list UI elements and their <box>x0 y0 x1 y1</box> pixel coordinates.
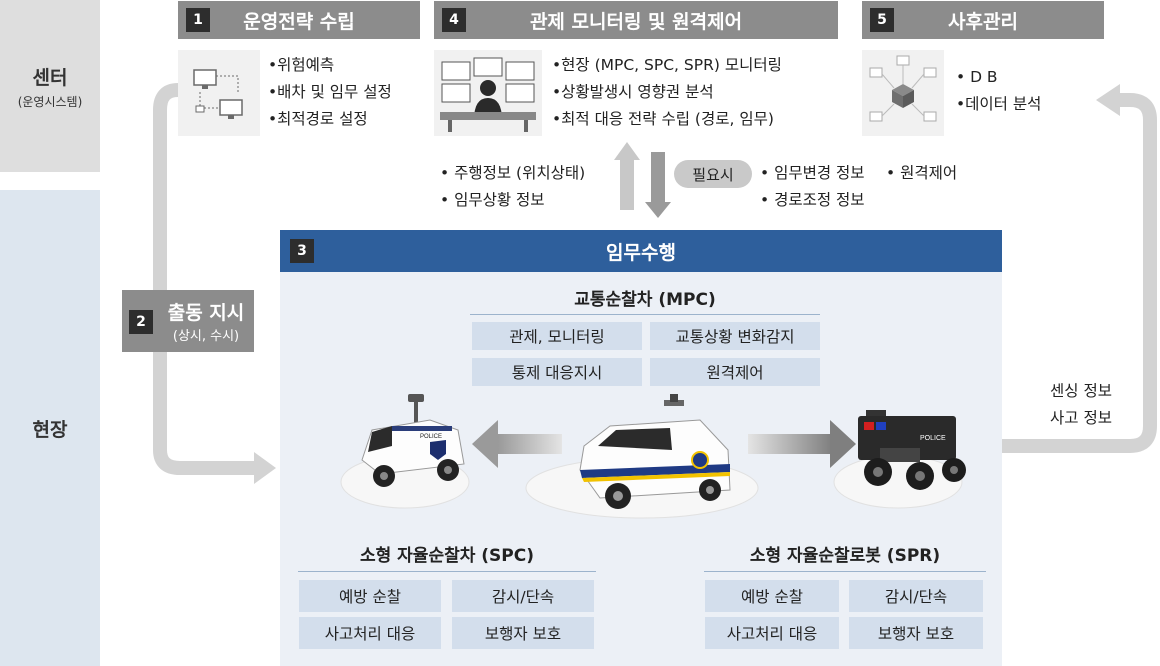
spr-title: 소형 자율순찰로봇 (SPR) <box>749 546 941 566</box>
mpc-cell: 관제, 모니터링 <box>472 322 642 350</box>
step-4-title: 관제 모니터링 및 원격제어 <box>529 10 743 33</box>
field-band: 현장 <box>0 190 100 666</box>
spc-police-text: POLICE <box>420 434 442 440</box>
mission-number: 3 <box>290 239 314 263</box>
spc-cell: 보행자 보호 <box>452 617 594 649</box>
step-4-item: •현장 (MPC, SPC, SPR) 모니터링 <box>552 56 782 74</box>
left-arrow-head <box>472 420 498 468</box>
mission-panel-header: 3 임무수행 <box>280 230 1002 272</box>
downlink-arrow-shaft <box>651 152 665 204</box>
spr-cell: 예방 순찰 <box>705 580 839 612</box>
step-1-title: 운영전략 수립 <box>243 10 355 33</box>
spr-cell: 감시/단속 <box>849 580 983 612</box>
vehicles-illustration: POLICE POLICE <box>340 394 966 519</box>
step-2-box: 2 출동 지시 (상시, 수시) <box>122 290 254 352</box>
mpc-divider <box>470 314 820 315</box>
spr-vehicle: POLICE <box>858 410 966 490</box>
field-band-title: 현장 <box>32 418 68 441</box>
dispatch-loop-arrow <box>153 83 256 475</box>
step-1-item: •위험예측 <box>268 56 335 74</box>
feedback-arrowhead <box>1096 84 1120 116</box>
mpc-cell: 통제 대응지시 <box>472 358 642 386</box>
feedback-loop-arrow <box>1002 93 1157 453</box>
dispatch-arrowhead <box>254 452 276 484</box>
spr-platform <box>833 455 963 509</box>
step-1-item: •배차 및 임무 설정 <box>268 83 392 101</box>
right-arrow-head <box>830 420 856 468</box>
spc-cell: 감시/단속 <box>452 580 594 612</box>
uplink-arrow-head <box>614 142 640 160</box>
uplink-item: • 임무상황 정보 <box>440 191 545 209</box>
sensing-line: 사고 정보 <box>1050 409 1112 427</box>
step-1-list: •위험예측 •배차 및 임무 설정 •최적경로 설정 <box>268 52 392 133</box>
step-1-number: 1 <box>186 8 210 32</box>
downlink-item: • 임무변경 정보 <box>760 164 865 182</box>
when-needed-pill: 필요시 <box>674 160 752 188</box>
mpc-title: 교통순찰차 (MPC) <box>574 290 716 310</box>
spr-police-text: POLICE <box>920 435 946 442</box>
step-5-list: • D B •데이터 분석 <box>956 64 1041 118</box>
spr-cell: 사고처리 대응 <box>705 617 839 649</box>
step-4-item: •상황발생시 영향권 분석 <box>552 83 714 101</box>
center-band: 센터 (운영시스템) <box>0 0 100 172</box>
spc-vehicle: POLICE <box>361 394 465 487</box>
sensing-info: 센싱 정보 사고 정보 <box>1022 378 1140 432</box>
right-arrow-shaft <box>748 434 832 454</box>
mission-title: 임무수행 <box>606 241 676 264</box>
network-computers-icon <box>178 50 260 136</box>
step-1-header: 1 운영전략 수립 <box>178 1 420 39</box>
uplink-arrow-shaft <box>620 158 634 210</box>
control-room-operator-icon <box>434 50 542 136</box>
sensing-line: 센싱 정보 <box>1050 382 1112 400</box>
step-2-subtitle: (상시, 수시) <box>172 329 240 344</box>
step-4-item: •최적 대응 전략 수립 (경로, 임무) <box>552 110 774 128</box>
uplink-info: • 주행정보 (위치상태) • 임무상황 정보 <box>440 160 585 214</box>
center-band-subtitle: (운영시스템) <box>17 94 83 109</box>
spr-divider <box>704 571 986 572</box>
step-2-number: 2 <box>129 310 153 334</box>
spc-cell: 예방 순찰 <box>299 580 441 612</box>
step-4-list: •현장 (MPC, SPC, SPR) 모니터링 •상황발생시 영향권 분석 •… <box>552 52 782 133</box>
spc-divider <box>298 571 596 572</box>
step-5-item: • D B <box>956 68 998 86</box>
step-5-item: •데이터 분석 <box>956 95 1042 113</box>
step-5-number: 5 <box>870 8 894 32</box>
downlink-info: • 임무변경 정보 • 경로조정 정보 <box>760 160 865 214</box>
spc-title: 소형 자율순찰차 (SPC) <box>359 546 535 566</box>
data-hub-icon <box>862 50 944 136</box>
center-band-title: 센터 <box>32 66 68 89</box>
step-2-title: 출동 지시 <box>167 302 245 324</box>
downlink-arrow-head <box>645 202 671 218</box>
remote-control-info: • 원격제어 <box>886 164 958 182</box>
mpc-cell: 교통상황 변화감지 <box>650 322 820 350</box>
spc-cell: 사고처리 대응 <box>299 617 441 649</box>
step-5-header: 5 사후관리 <box>862 1 1104 39</box>
left-arrow-shaft <box>498 434 562 454</box>
uplink-item: • 주행정보 (위치상태) <box>440 164 586 182</box>
spr-cell: 보행자 보호 <box>849 617 983 649</box>
step-1-item: •최적경로 설정 <box>268 110 368 128</box>
mpc-cell: 원격제어 <box>650 358 820 386</box>
mpc-vehicle <box>579 394 731 509</box>
step-4-header: 4 관제 모니터링 및 원격제어 <box>434 1 838 39</box>
step-5-title: 사후관리 <box>948 10 1018 33</box>
downlink-item: • 경로조정 정보 <box>760 191 865 209</box>
step-4-number: 4 <box>442 8 466 32</box>
